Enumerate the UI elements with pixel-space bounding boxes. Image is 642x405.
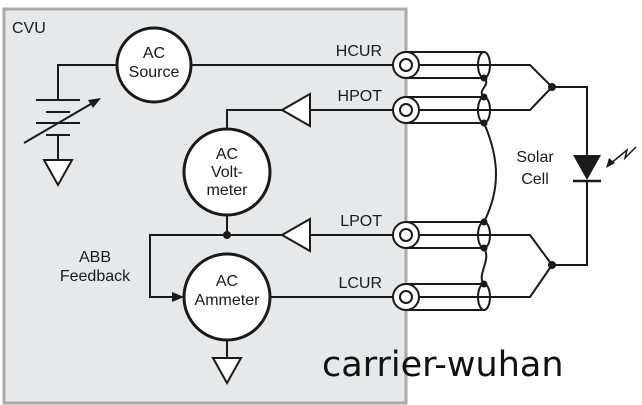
solar-cell-label-2: Cell — [521, 171, 549, 188]
svg-text:AC: AC — [216, 273, 238, 290]
abb-feedback-label-2: Feedback — [60, 268, 131, 285]
ac-voltmeter-block: AC Volt- meter — [182, 127, 272, 217]
lpot-label: LPOT — [340, 213, 382, 230]
hcur-label: HCUR — [336, 43, 382, 60]
bias-wire — [57, 64, 116, 100]
ac-ammeter-block: AC Ammeter — [182, 252, 272, 342]
solar-cell-diode-icon — [573, 146, 637, 183]
lpot-connector-icon — [392, 221, 420, 249]
variable-arrow — [23, 100, 97, 144]
junction-dot — [223, 231, 231, 239]
hcur-connector-icon — [392, 51, 420, 79]
hpot-buffer-icon — [279, 92, 311, 128]
svg-text:AC: AC — [216, 146, 238, 163]
cvu-title: CVU — [12, 20, 46, 37]
svg-text:Ammeter: Ammeter — [195, 292, 261, 309]
abb-feedback-path — [149, 234, 282, 298]
variable-arrowhead-icon — [88, 98, 101, 108]
lpot-buffer-icon — [279, 217, 311, 253]
svg-text:Volt-: Volt- — [211, 164, 243, 181]
lcur-label: LCUR — [338, 275, 382, 292]
ground-icon — [42, 159, 74, 188]
feedback-arrowhead-icon — [172, 292, 184, 302]
watermark-text: carrier-wuhan — [322, 345, 564, 385]
ac-source-block: AC Source — [115, 26, 193, 104]
ground-icon — [211, 357, 243, 386]
lcur-connector-icon — [392, 283, 420, 311]
hpot-label: HPOT — [338, 88, 383, 105]
hpot-connector-icon — [392, 96, 420, 124]
solar-cell-label-1: Solar — [516, 149, 554, 166]
abb-feedback-label-1: ABB — [79, 249, 111, 266]
ac-source-label-2: Source — [129, 64, 180, 81]
svg-text:meter: meter — [207, 182, 249, 199]
ac-source-label-1: AC — [143, 45, 165, 62]
